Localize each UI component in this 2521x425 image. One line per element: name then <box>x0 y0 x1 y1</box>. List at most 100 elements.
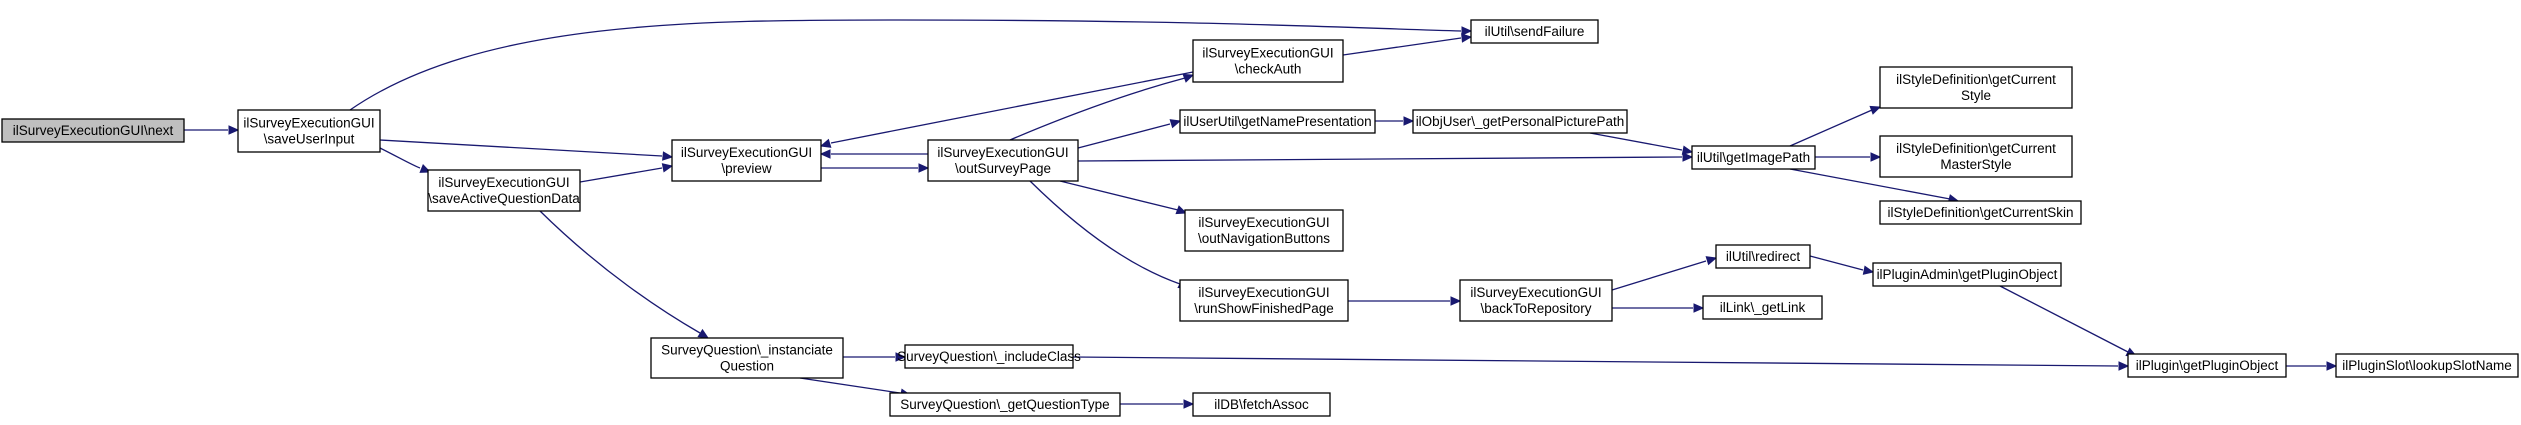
node-box <box>1879 135 2073 178</box>
arrowhead-backToRepository-to-redirect <box>1705 256 1718 266</box>
node-adminGetPluginObject[interactable]: ilPluginAdmin\getPluginObject <box>1872 262 2062 287</box>
node-label-line: ilUtil\redirect <box>1726 249 1801 264</box>
node-box <box>1702 295 1823 320</box>
node-label-line: \backToRepository <box>1480 301 1591 316</box>
arrowhead-outSurveyPage-to-checkAuth <box>1182 73 1195 83</box>
edge-saveActiveQuestionData-to-preview <box>579 167 663 183</box>
arrowhead-getImagePath-to-getCurrentStyle <box>1869 105 1882 115</box>
node-box <box>1459 279 1613 322</box>
edge-adminGetPluginObject-to-pluginGetPluginObject <box>1999 285 2129 353</box>
arrowhead-redirect-to-adminGetPluginObject <box>1862 265 1875 275</box>
node-getLink[interactable]: ilLink\_getLink <box>1702 295 1823 320</box>
arrowhead-checkAuth-to-sendFailure <box>1461 33 1473 43</box>
edge-outSurveyPage-to-runShowFinishedPage <box>1029 180 1181 285</box>
node-getImagePath[interactable]: ilUtil\getImagePath <box>1691 145 1816 170</box>
node-box <box>1412 109 1628 134</box>
node-pluginGetPluginObject[interactable]: ilPlugin\getPluginObject <box>2127 353 2287 378</box>
node-box <box>1184 209 1344 252</box>
node-outSurveyPage[interactable]: ilSurveyExecutionGUI\outSurveyPage <box>927 139 1079 182</box>
node-box <box>904 344 1074 369</box>
node-outNavigationButtons[interactable]: ilSurveyExecutionGUI\outNavigationButton… <box>1184 209 1344 252</box>
node-box <box>1879 66 2073 109</box>
arrowhead-getNamePresentation-to-getPersonalPicturePath <box>1403 116 1415 126</box>
node-box <box>1192 392 1331 417</box>
node-label-line: ilPluginSlot\lookupSlotName <box>2342 358 2512 373</box>
node-box <box>671 139 822 182</box>
node-box <box>1715 244 1811 269</box>
node-label-line: ilUserUtil\getNamePresentation <box>1183 114 1371 129</box>
node-box <box>237 109 381 153</box>
edge-checkAuth-to-sendFailure <box>1342 37 1462 56</box>
node-saveUserInput[interactable]: ilSurveyExecutionGUI\saveUserInput <box>237 109 381 153</box>
node-label-line: ilSurveyExecutionGUI <box>1470 285 1601 300</box>
node-label-line: ilPlugin\getPluginObject <box>2136 358 2279 373</box>
node-label-line: ilSurveyExecutionGUI <box>1202 46 1333 61</box>
node-label-line: ilStyleDefinition\getCurrentSkin <box>1887 205 2073 220</box>
node-box <box>1691 145 1816 170</box>
node-box <box>650 337 844 379</box>
node-label-line: \preview <box>721 161 772 176</box>
node-preview[interactable]: ilSurveyExecutionGUI\preview <box>671 139 822 182</box>
node-label-line: \checkAuth <box>1235 62 1302 77</box>
arrowhead-preview-to-outSurveyPage <box>918 163 930 173</box>
node-label-line: \outSurveyPage <box>955 161 1051 176</box>
node-box <box>1 118 185 143</box>
node-next[interactable]: ilSurveyExecutionGUI\next <box>1 118 185 143</box>
node-getNamePresentation[interactable]: ilUserUtil\getNamePresentation <box>1179 109 1376 134</box>
edge-outSurveyPage-to-getImagePath <box>1077 156 1683 162</box>
arrowhead-getPersonalPicturePath-to-getImagePath <box>1681 145 1694 155</box>
node-getPersonalPicturePath[interactable]: ilObjUser\_getPersonalPicturePath <box>1412 109 1628 134</box>
node-label-line: ilUtil\sendFailure <box>1485 24 1585 39</box>
node-label-line: Style <box>1961 88 1991 103</box>
node-label-line: ilSurveyExecutionGUI <box>438 175 569 190</box>
node-label-line: ilDB\fetchAssoc <box>1214 397 1309 412</box>
node-label-line: \saveUserInput <box>264 132 355 147</box>
node-getCurrentSkin[interactable]: ilStyleDefinition\getCurrentSkin <box>1879 200 2082 225</box>
node-saveActiveQuestionData[interactable]: ilSurveyExecutionGUI\saveActiveQuestionD… <box>427 169 581 212</box>
node-box <box>1179 279 1349 322</box>
arrowhead-outSurveyPage-to-getImagePath <box>1682 152 1694 162</box>
edge-outSurveyPage-to-getNamePresentation <box>1077 123 1171 149</box>
edge-instanciateQuestion-to-getQuestionType <box>799 377 901 394</box>
node-getQuestionType[interactable]: SurveyQuestion\_getQuestionType <box>889 392 1121 417</box>
node-label-line: ilUtil\getImagePath <box>1697 150 1810 165</box>
node-label-line: ilObjUser\_getPersonalPicturePath <box>1416 114 1625 129</box>
edge-saveActiveQuestionData-to-instanciateQuestion <box>539 210 701 334</box>
node-label-line: MasterStyle <box>1940 157 2011 172</box>
node-label-line: ilSurveyExecutionGUI <box>1198 285 1329 300</box>
arrowhead-pluginGetPluginObject-to-lookupSlotName <box>2326 361 2338 371</box>
arrowhead-outSurveyPage-to-outNavigationButtons <box>1175 205 1188 215</box>
node-fetchAssoc[interactable]: ilDB\fetchAssoc <box>1192 392 1331 417</box>
node-includeClass[interactable]: SurveyQuestion\_includeClass <box>897 344 1081 369</box>
arrowhead-saveActiveQuestionData-to-instanciateQuestion <box>697 328 710 339</box>
edge-getPersonalPicturePath-to-getImagePath <box>1589 132 1683 151</box>
node-label-line: ilStyleDefinition\getCurrent <box>1896 72 2056 87</box>
node-box <box>1192 39 1344 83</box>
node-box <box>427 169 581 212</box>
node-box <box>927 139 1079 182</box>
node-redirect[interactable]: ilUtil\redirect <box>1715 244 1811 269</box>
arrowhead-outSurveyPage-to-getNamePresentation <box>1169 119 1182 129</box>
node-box <box>1179 109 1376 134</box>
edge-getImagePath-to-getCurrentSkin <box>1789 168 1951 200</box>
edge-saveUserInput-to-saveActiveQuestionData <box>379 147 421 169</box>
node-label-line: ilSurveyExecutionGUI\next <box>13 123 174 138</box>
node-runShowFinishedPage[interactable]: ilSurveyExecutionGUI\runShowFinishedPage <box>1179 279 1349 322</box>
node-box <box>1879 200 2082 225</box>
node-lookupSlotName[interactable]: ilPluginSlot\lookupSlotName <box>2335 353 2519 378</box>
node-label-line: ilSurveyExecutionGUI <box>937 145 1068 160</box>
edge-saveUserInput-to-preview <box>379 139 663 157</box>
node-checkAuth[interactable]: ilSurveyExecutionGUI\checkAuth <box>1192 39 1344 83</box>
node-box <box>1872 262 2062 287</box>
node-sendFailure[interactable]: ilUtil\sendFailure <box>1470 19 1599 44</box>
edge-getImagePath-to-getCurrentStyle <box>1789 109 1873 147</box>
node-backToRepository[interactable]: ilSurveyExecutionGUI\backToRepository <box>1459 279 1613 322</box>
node-label-line: ilSurveyExecutionGUI <box>681 145 812 160</box>
arrowhead-getImagePath-to-getCurrentMasterStyle <box>1870 152 1882 162</box>
node-label-line: ilStyleDefinition\getCurrent <box>1896 141 2056 156</box>
arrowhead-includeClass-to-pluginGetPluginObject <box>2118 361 2130 371</box>
arrowhead-runShowFinishedPage-to-backToRepository <box>1450 296 1462 306</box>
